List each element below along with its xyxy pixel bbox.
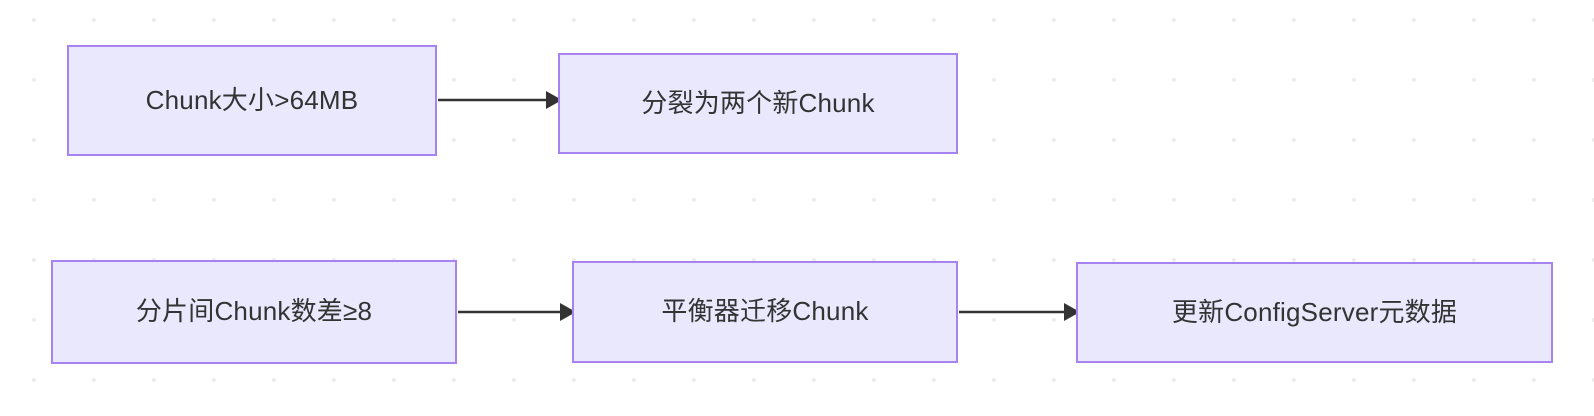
node-chunk-diff-label: 分片间Chunk数差≥8 [135,296,373,327]
node-chunk-diff[interactable]: 分片间Chunk数差≥8 [51,260,457,364]
node-split-into-two-label: 分裂为两个新Chunk [641,87,875,118]
node-update-configserver-label: 更新ConfigServer元数据 [1171,296,1458,327]
edge-chunk-diff-to-balancer-migrate [458,303,576,321]
node-balancer-migrate-label: 平衡器迁移Chunk [661,296,869,327]
edge-balancer-migrate-to-update-configserver [959,303,1080,321]
edge-chunk-size-to-split-into-two [438,91,562,109]
node-split-into-two[interactable]: 分裂为两个新Chunk [558,53,958,154]
node-update-configserver[interactable]: 更新ConfigServer元数据 [1076,262,1553,363]
node-chunk-size[interactable]: Chunk大小>64MB [67,45,437,156]
node-chunk-size-label: Chunk大小>64MB [145,84,359,115]
node-balancer-migrate[interactable]: 平衡器迁移Chunk [572,261,958,363]
